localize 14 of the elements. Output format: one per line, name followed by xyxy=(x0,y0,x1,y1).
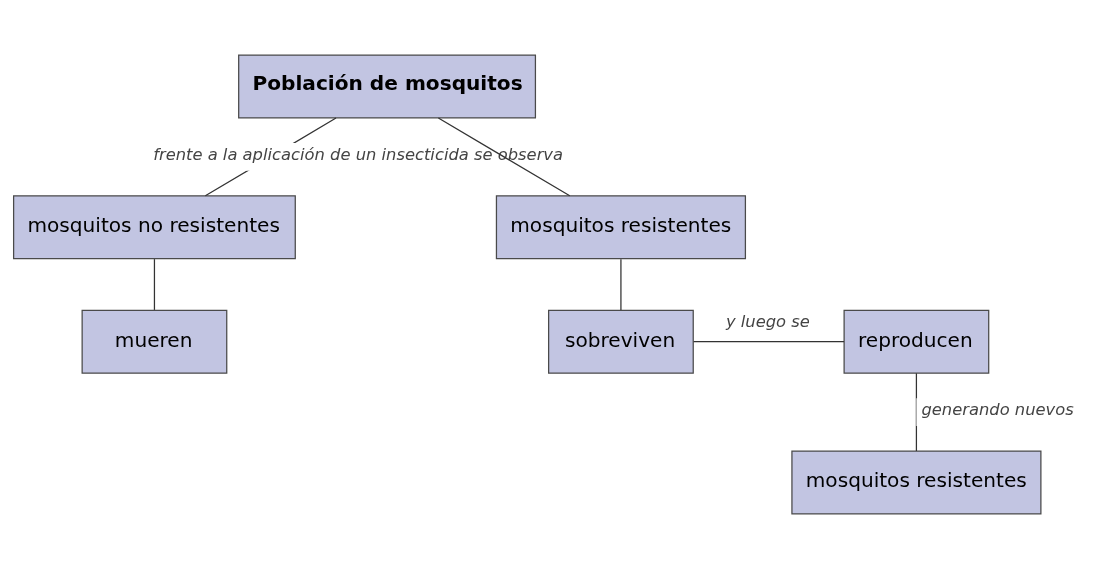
connector xyxy=(153,258,156,311)
node-box: reproducen xyxy=(843,309,990,374)
node-box: mosquitos no resistentes xyxy=(13,195,296,260)
node-box: sobreviven xyxy=(548,309,694,374)
edge-label: frente a la aplicación de un insecticida se observa xyxy=(153,144,564,164)
connector xyxy=(620,258,622,311)
connector xyxy=(692,341,845,343)
node-box: mosquitos resistentes xyxy=(791,450,1042,515)
node-box: Población de mosquitos xyxy=(238,54,537,119)
node-box: mosquitos resistentes xyxy=(495,195,747,260)
node-box: mueren xyxy=(81,309,228,374)
connector xyxy=(437,117,571,197)
edge-label: y luego se xyxy=(725,312,810,332)
edge-label: generando nuevos xyxy=(921,400,1074,420)
